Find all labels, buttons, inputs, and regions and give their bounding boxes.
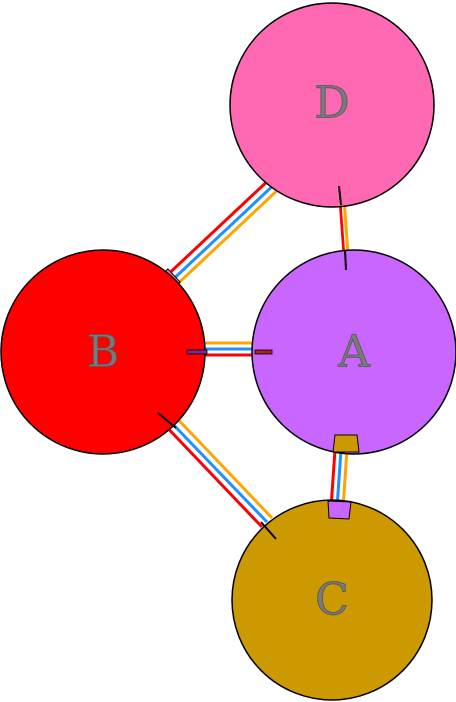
edge-b-a-end-b-marker <box>186 349 208 355</box>
edge-markers <box>157 185 360 540</box>
node-b[interactable]: B <box>0 249 206 455</box>
node-c[interactable]: C <box>231 499 433 701</box>
edge-b-c-end-c-tick <box>260 521 277 540</box>
edge-b-c-end-b-tick <box>157 412 177 429</box>
edge-b-c <box>158 409 274 529</box>
node-a[interactable]: A <box>251 249 456 455</box>
node-c-label: C <box>315 575 349 626</box>
edge-d-a-end-d-tick <box>338 185 342 206</box>
node-b-label: B <box>87 327 119 378</box>
node-d-label: D <box>314 78 349 129</box>
edge-a-c-end-c-marker <box>327 500 352 520</box>
node-d-circle <box>229 2 435 208</box>
node-d[interactable]: D <box>229 2 435 208</box>
edge-a-c <box>329 449 349 509</box>
edge-d-a-end-a-tick <box>344 249 347 271</box>
node-a-circle <box>251 249 456 455</box>
edge-a-c-end-a-marker <box>332 434 360 453</box>
node-a-label: A <box>337 327 371 378</box>
edge-b-a-end-a-marker <box>254 349 273 355</box>
node-c-circle <box>231 499 433 701</box>
